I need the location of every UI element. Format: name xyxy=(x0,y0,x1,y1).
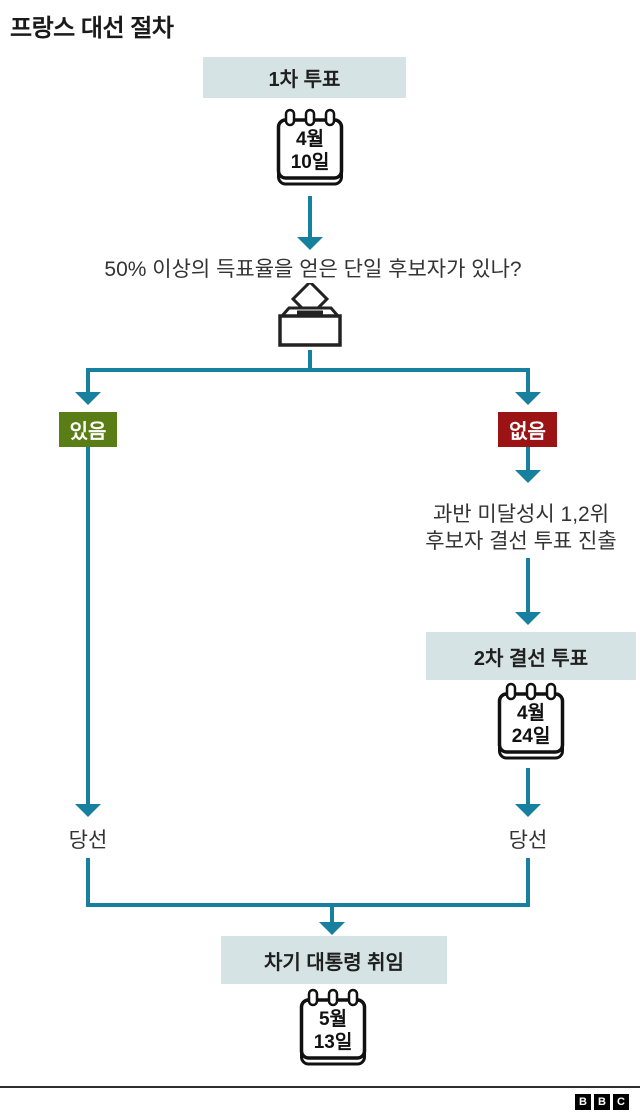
left-branch-stem xyxy=(86,370,90,392)
left-arrow-head-icon xyxy=(75,392,101,405)
arrow-head-icon xyxy=(297,237,323,250)
inauguration-label: 차기 대통령 취임 xyxy=(264,951,404,974)
arrow-stem xyxy=(308,196,312,237)
calendar-icon-april-10: 4월 10일 xyxy=(276,108,344,186)
calendar-icon-april-24: 4월 24일 xyxy=(497,682,565,760)
round1-label: 1차 투표 xyxy=(268,69,341,91)
split-stem xyxy=(308,350,312,370)
calendar1-month: 4월 xyxy=(296,128,324,150)
inauguration-box: 차기 대통령 취임 xyxy=(221,936,447,984)
merge-arrow-head-icon xyxy=(319,922,345,935)
left-lower-stem xyxy=(86,858,90,903)
merge-stem xyxy=(330,903,334,922)
note-to-round2-arrow-head-icon xyxy=(515,612,541,625)
ballot-box-icon xyxy=(278,283,342,347)
calendar2-day: 24일 xyxy=(512,725,551,747)
bbc-logo-letter: C xyxy=(613,1094,629,1110)
right-elected-arrow-head-icon xyxy=(515,804,541,817)
note-to-round2-stem xyxy=(526,558,530,612)
no-badge: 없음 xyxy=(498,412,557,447)
runoff-note-line2: 후보자 결선 투표 진출 xyxy=(425,530,617,553)
bbc-logo: B B C xyxy=(575,1094,629,1110)
runoff-note-line1: 과반 미달성시 1,2위 xyxy=(432,503,610,526)
no-to-note-arrow-head-icon xyxy=(515,470,541,483)
round2-box: 2차 결선 투표 xyxy=(426,632,636,680)
calendar3-day: 13일 xyxy=(314,1031,353,1053)
no-to-note-stem xyxy=(526,447,530,470)
elected-right-label: 당선 xyxy=(508,829,548,852)
bbc-logo-letter: B xyxy=(575,1094,591,1110)
merge-connector xyxy=(86,903,530,907)
no-label: 없음 xyxy=(509,421,546,443)
right-branch-stem xyxy=(526,370,530,392)
calendar2-month: 4월 xyxy=(517,702,545,724)
yes-badge: 있음 xyxy=(59,412,117,447)
bbc-logo-letter: B xyxy=(594,1094,610,1110)
right-lower-stem xyxy=(526,858,530,903)
split-connector xyxy=(86,368,530,372)
round2-to-elected-stem xyxy=(526,768,530,804)
yes-label: 있음 xyxy=(69,421,107,443)
round1-box: 1차 투표 xyxy=(203,57,406,98)
calendar-icon-may-13: 5월 13일 xyxy=(299,988,367,1066)
right-arrow-head-icon xyxy=(515,392,541,405)
footer-rule xyxy=(0,1086,640,1088)
elected-left-label: 당선 xyxy=(68,829,108,852)
left-elected-arrow-head-icon xyxy=(75,804,101,817)
runoff-note: 과반 미달성시 1,2위 후보자 결선 투표 진출 xyxy=(425,501,616,555)
calendar1-day: 10일 xyxy=(291,151,330,173)
round2-label: 2차 결선 투표 xyxy=(473,647,589,670)
page-title: 프랑스 대선 절차 xyxy=(10,15,174,42)
question-text: 50% 이상의 득표율을 얻은 단일 후보자가 있나? xyxy=(104,258,522,281)
left-long-stem xyxy=(86,447,90,804)
calendar3-month: 5월 xyxy=(319,1008,347,1030)
